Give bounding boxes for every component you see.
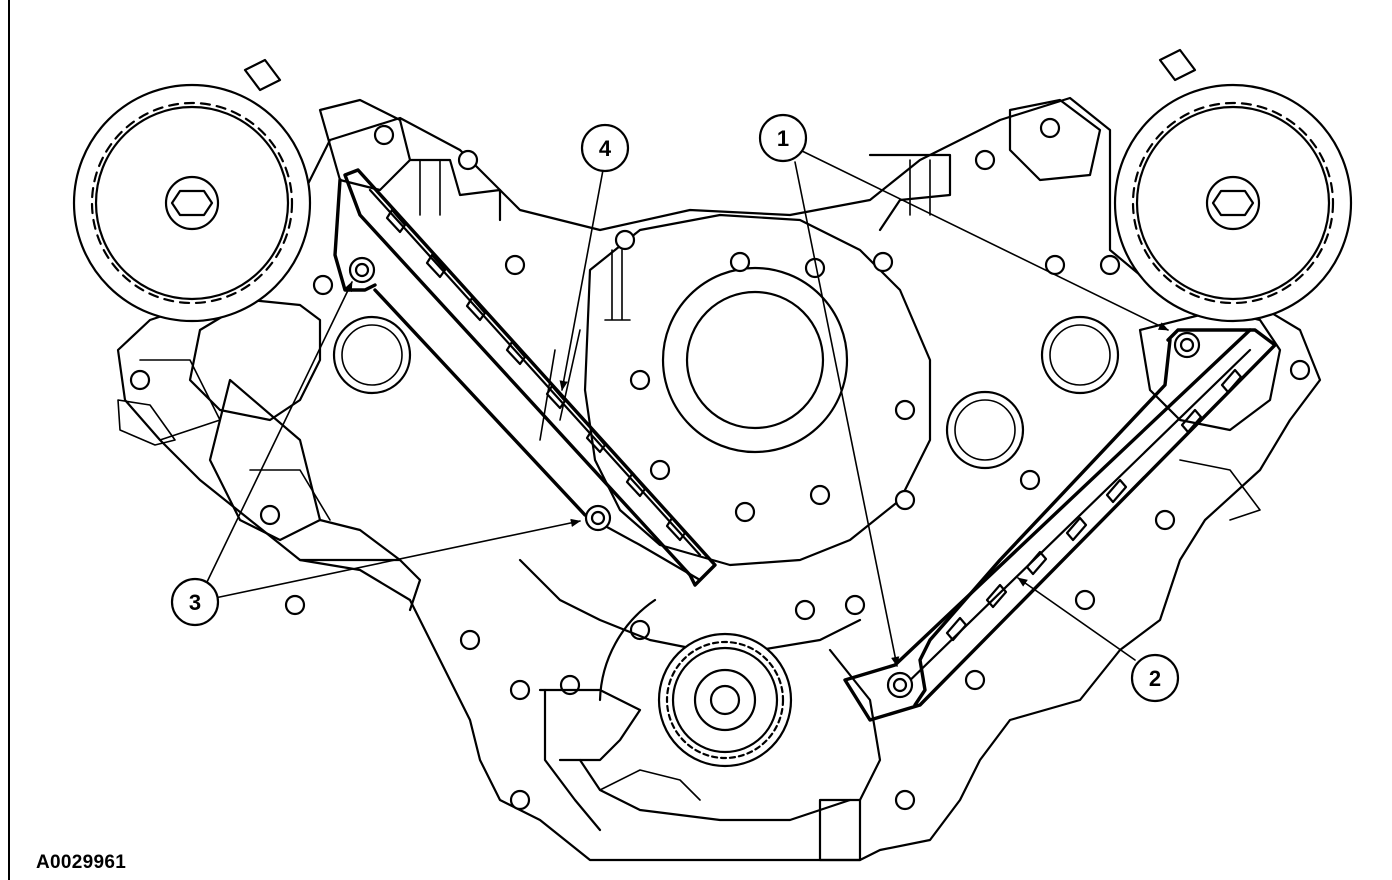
leader-2 [1017,577,1136,661]
crank-sprocket [598,598,793,768]
leader-4 [559,169,604,391]
frame-border [8,0,10,880]
leader-1a [794,161,900,667]
leader-3a [206,281,353,583]
leader-3b [214,518,581,599]
guide-teeth-left [385,208,687,542]
guide-teeth-right [945,368,1243,642]
left-chain-guide [343,168,717,587]
callout-4-label: 4 [599,136,612,161]
callout-4: 4 [580,123,630,173]
leader-1b [799,149,1169,331]
leader-lines [206,149,1169,667]
left-cam-sprocket [72,83,312,323]
right-tensioner-arm [886,328,1252,707]
callout-3: 3 [170,577,220,627]
callout-2: 2 [1130,653,1180,703]
figure-id: A0029961 [36,852,127,873]
callout-1-label: 1 [777,126,789,151]
callout-3-label: 3 [189,590,201,615]
bolt-bosses [129,117,1311,811]
right-chain-guide [843,328,1277,722]
left-tensioner-arm [333,178,702,582]
callout-1: 1 [758,113,808,163]
callout-2-label: 2 [1149,666,1161,691]
right-cam-sprocket [1113,83,1353,323]
